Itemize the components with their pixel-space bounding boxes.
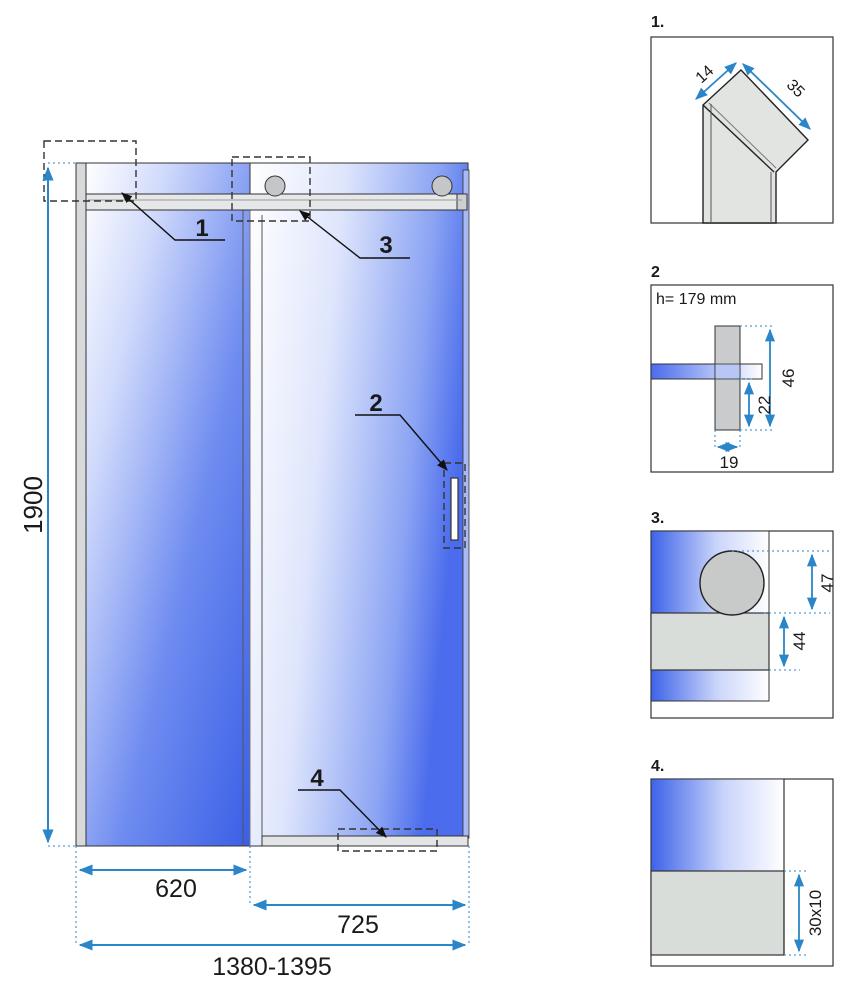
rail-section bbox=[650, 612, 770, 671]
detail-1-title: 1. bbox=[651, 14, 664, 31]
detail-2-dim-a: 46 bbox=[779, 369, 798, 388]
door-edge bbox=[462, 169, 470, 839]
height-dim-label: 1900 bbox=[18, 476, 48, 534]
main-elevation: 1 3 2 4 1900 620 725 1380-1395 bbox=[18, 140, 470, 981]
detail-3-title: 3. bbox=[651, 510, 664, 527]
detail-3: 3. 47 44 bbox=[650, 510, 837, 719]
callout-box-3 bbox=[231, 156, 311, 222]
fixed-glass-panel bbox=[85, 162, 251, 847]
callout-1-label: 1 bbox=[195, 215, 208, 242]
roller-left bbox=[264, 175, 286, 197]
fixed-width-dim-label: 620 bbox=[155, 875, 197, 903]
door-width-dim-label: 725 bbox=[337, 911, 379, 939]
roller-section bbox=[699, 550, 765, 616]
detail-1: 1. 14 35 bbox=[650, 14, 834, 224]
callout-box-4 bbox=[337, 828, 438, 852]
detail-3-dim-b: 44 bbox=[790, 632, 809, 651]
total-width-dim-label: 1380-1395 bbox=[212, 953, 332, 981]
detail-4-dim-a: 30x10 bbox=[806, 890, 825, 936]
detail-2: 2 h= 179 mm 46 22 19 bbox=[650, 264, 834, 473]
callout-4-label: 4 bbox=[310, 765, 324, 792]
roller-right bbox=[431, 175, 453, 197]
sliding-glass-door bbox=[249, 162, 469, 847]
callout-3-label: 3 bbox=[379, 232, 392, 259]
bottom-guide-section bbox=[650, 870, 785, 956]
callout-box-1 bbox=[43, 140, 137, 202]
detail-4-title: 4. bbox=[651, 758, 664, 775]
glass-section bbox=[650, 363, 763, 380]
wall-profile bbox=[75, 162, 87, 847]
detail-2-dim-b: 22 bbox=[755, 396, 774, 415]
detail-2-dim-c: 19 bbox=[720, 453, 739, 472]
detail-4: 4. 30x10 bbox=[650, 758, 834, 967]
detail-2-title: 2 bbox=[651, 264, 660, 281]
callout-box-2 bbox=[443, 462, 466, 549]
bottom-guide bbox=[261, 835, 469, 847]
door-handle bbox=[450, 477, 459, 541]
detail-2-note: h= 179 mm bbox=[656, 291, 736, 308]
detail-3-dim-a: 47 bbox=[818, 574, 837, 593]
callout-2-label: 2 bbox=[369, 390, 382, 417]
